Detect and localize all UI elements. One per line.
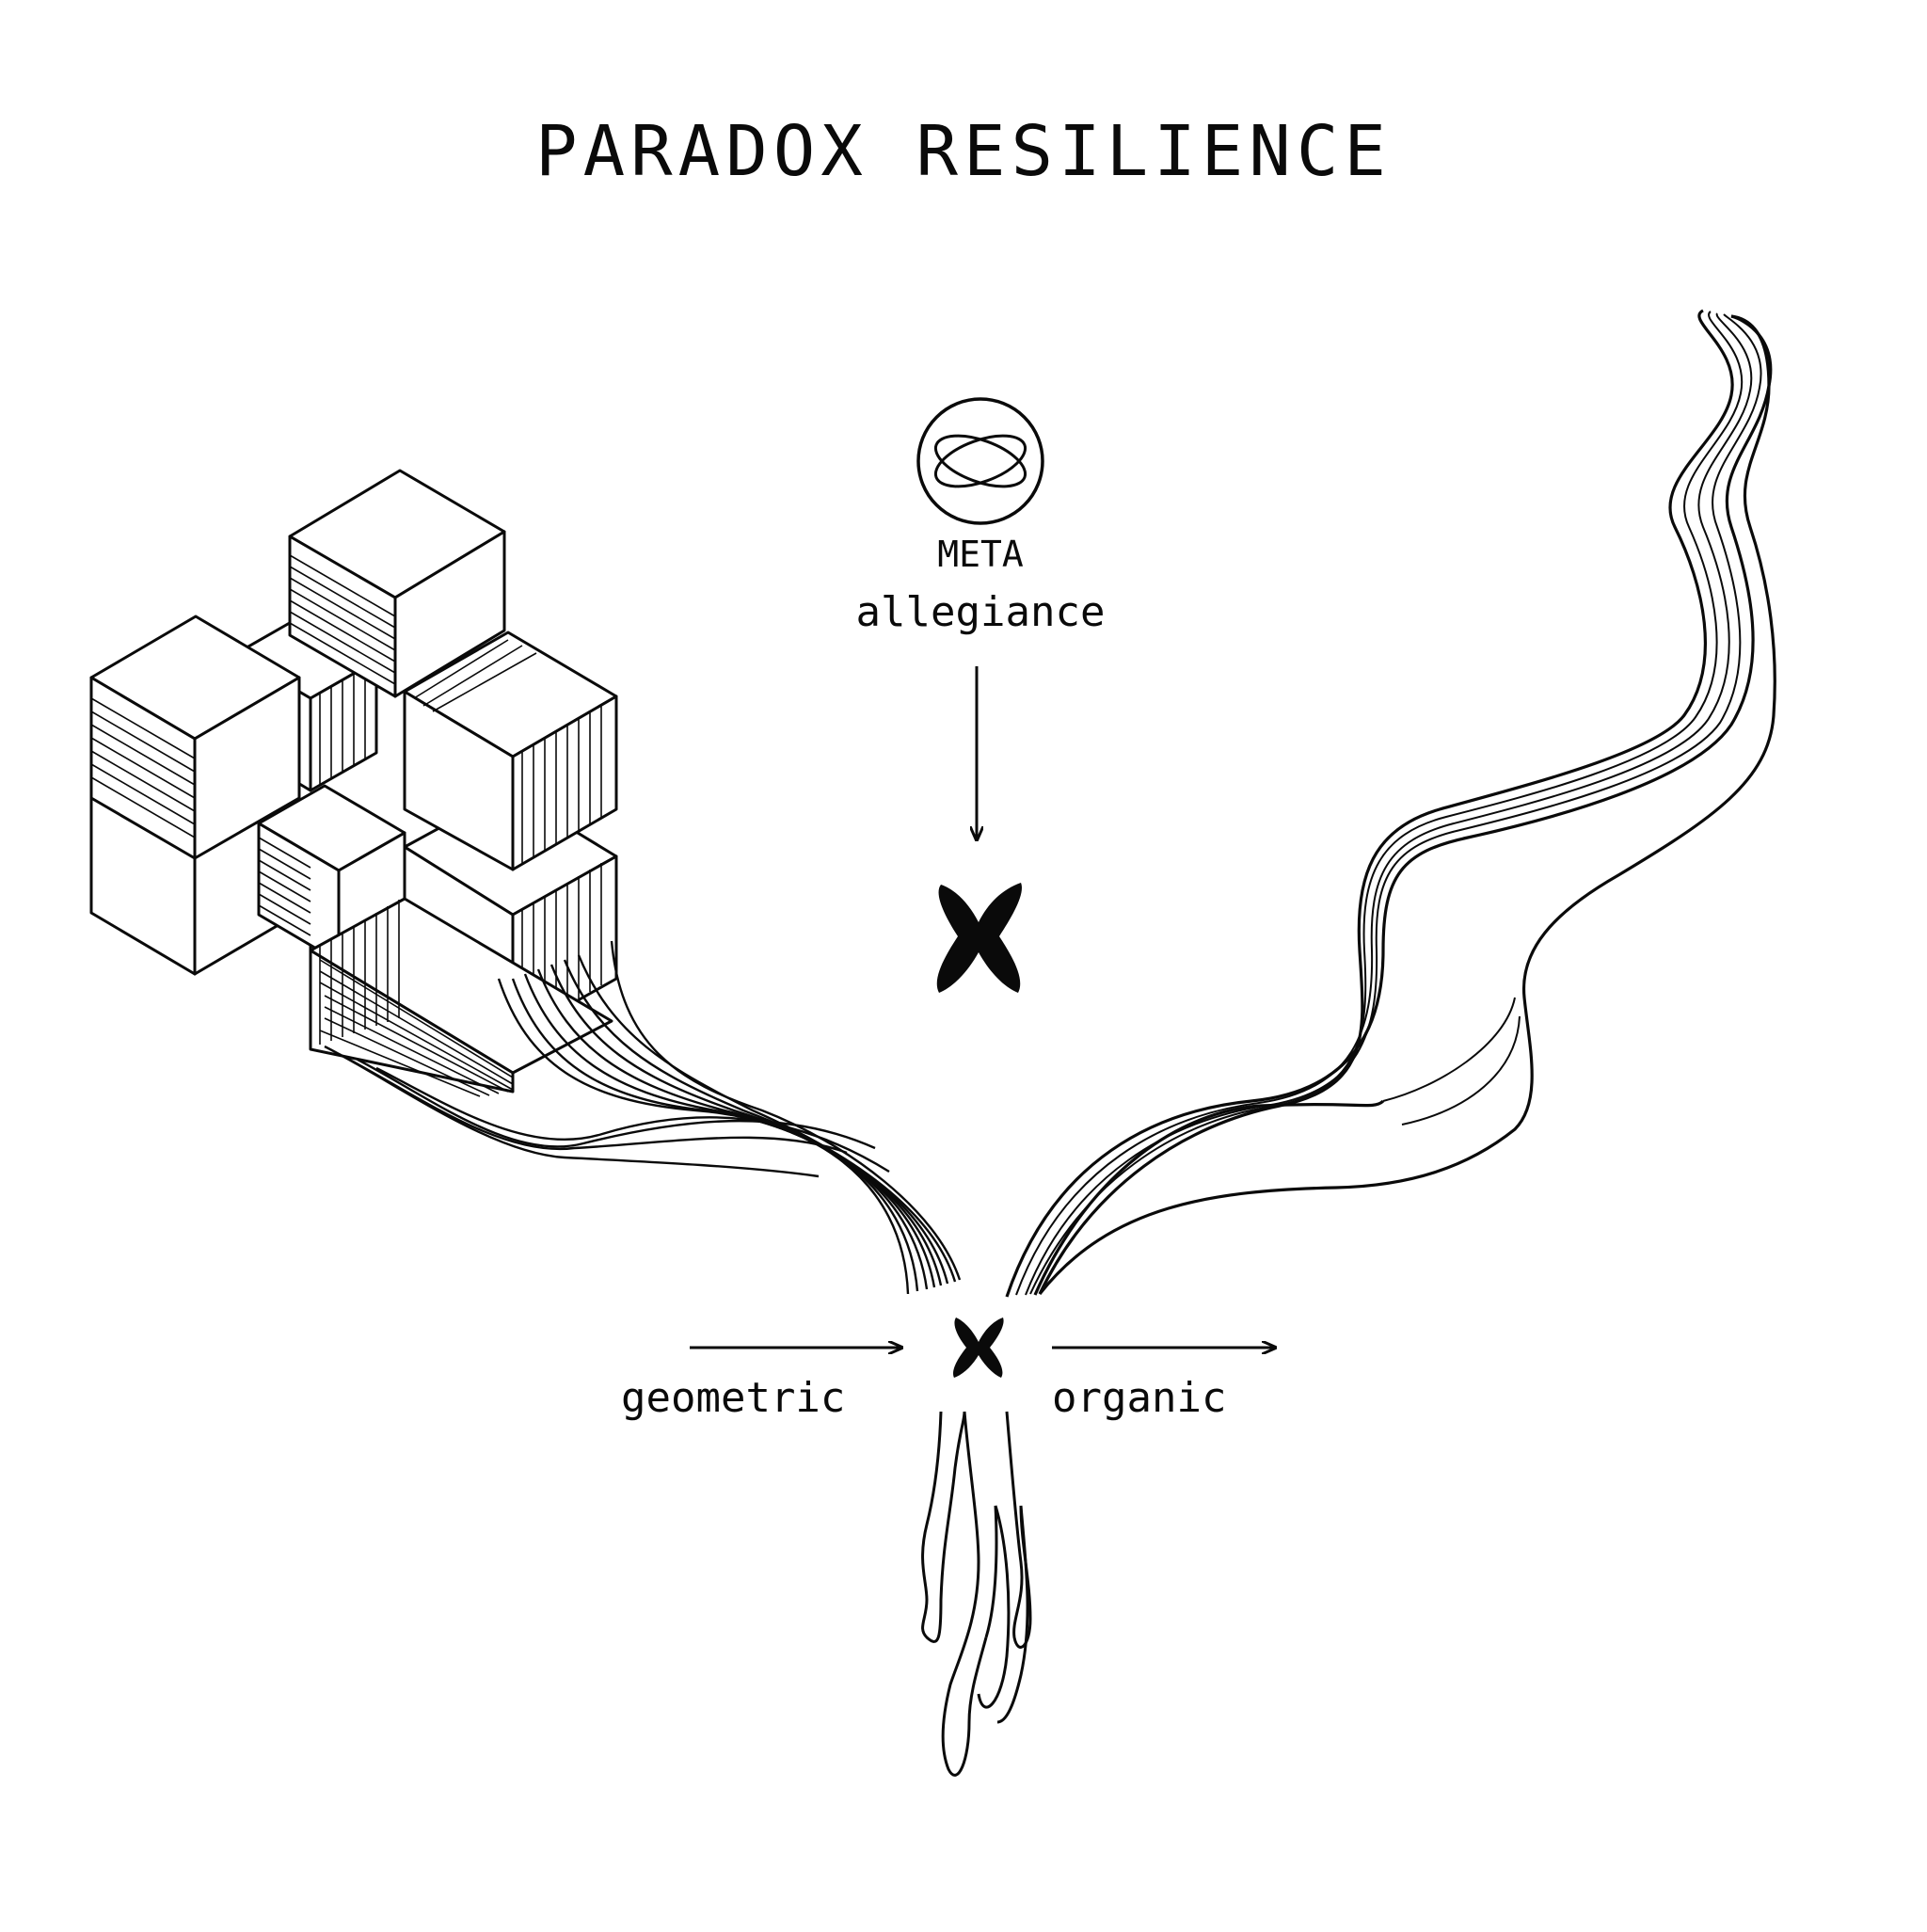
- x-cross-icon-center: [953, 1317, 1004, 1378]
- cube-top: [288, 469, 506, 698]
- organic-ribbon: [1005, 309, 1776, 1298]
- x-cross-icon: [936, 883, 1022, 993]
- meta-sublabel: allegiance: [855, 588, 1106, 636]
- drip-tendrils: [921, 1411, 1032, 1777]
- meta-label: META: [937, 534, 1024, 575]
- geometric-label: geometric: [621, 1374, 846, 1422]
- organic-label: organic: [1052, 1374, 1227, 1422]
- cube-base-slab: [309, 897, 613, 1097]
- geometric-cube-cluster: [89, 469, 618, 1097]
- atom-orbit-icon: [916, 397, 1044, 525]
- geometric-strands: [324, 940, 962, 1295]
- diagram-title: PARADOX RESILIENCE: [535, 111, 1392, 192]
- cube-middle-block: [403, 631, 618, 871]
